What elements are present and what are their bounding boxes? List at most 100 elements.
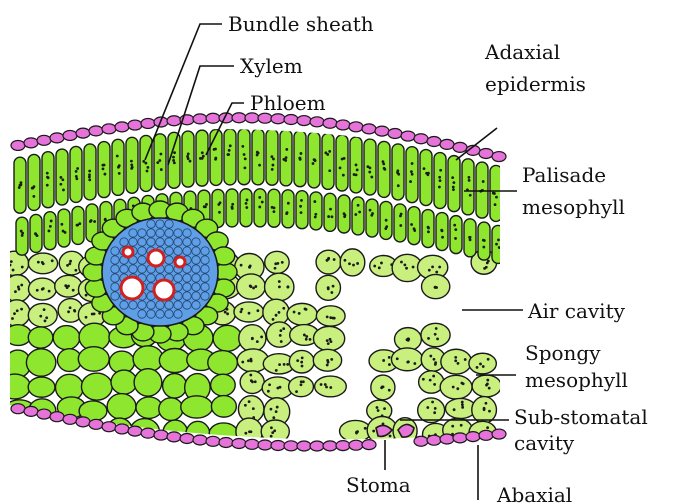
chloroplast-dot xyxy=(39,315,42,318)
chloroplast-dot xyxy=(364,427,367,430)
chloroplast-dot xyxy=(32,195,35,198)
epidermal-cell xyxy=(427,435,441,445)
chloroplast-dot xyxy=(411,173,414,176)
chloroplast-dot xyxy=(427,226,430,229)
chloroplast-dot xyxy=(370,176,373,179)
epidermal-cell xyxy=(89,419,103,429)
chloroplast-dot xyxy=(433,411,436,414)
label-phloem: Phloem xyxy=(250,91,326,115)
chloroplast-dot xyxy=(248,312,251,315)
chloroplast-dot xyxy=(343,215,346,218)
spongy-cell xyxy=(316,306,345,326)
chloroplast-dot xyxy=(88,170,91,173)
chloroplast-dot xyxy=(231,203,234,206)
epidermal-cell xyxy=(128,426,142,436)
epidermal-cell xyxy=(284,115,298,125)
chloroplast-dot xyxy=(468,176,471,179)
epidermal-cell xyxy=(453,433,467,443)
chloroplast-dot xyxy=(11,317,14,320)
epidermal-cell xyxy=(206,113,220,123)
chloroplast-dot xyxy=(327,215,330,218)
chloroplast-dot xyxy=(461,403,464,406)
chloroplast-dot xyxy=(46,184,49,187)
chloroplast-dot xyxy=(46,172,49,175)
chloroplast-dot xyxy=(240,264,243,267)
chloroplast-dot xyxy=(275,369,278,372)
chloroplast-dot xyxy=(324,383,327,386)
chloroplast-dot xyxy=(330,358,333,361)
chloroplast-dot xyxy=(10,260,13,263)
chloroplast-dot xyxy=(388,389,391,392)
chloroplast-dot xyxy=(429,355,432,358)
epidermal-cell xyxy=(167,116,181,126)
epidermal-cell xyxy=(50,133,64,143)
chloroplast-dot xyxy=(187,157,190,160)
chloroplast-dot xyxy=(300,361,303,364)
epidermal-cell xyxy=(102,422,116,432)
chloroplast-dot xyxy=(227,153,230,156)
chloroplast-dot xyxy=(341,158,344,161)
chloroplast-dot xyxy=(487,358,490,361)
chloroplast-dot xyxy=(314,213,317,216)
chloroplast-dot xyxy=(219,201,222,204)
epidermal-cell xyxy=(24,406,38,416)
spongy-cell xyxy=(263,299,289,325)
epidermal-cell xyxy=(362,440,376,450)
chloroplast-dot xyxy=(378,266,381,269)
chloroplast-dot xyxy=(76,224,79,227)
chloroplast-dot xyxy=(298,312,301,315)
chloroplast-dot xyxy=(434,286,437,289)
epidermal-cell xyxy=(414,134,428,144)
chloroplast-dot xyxy=(454,228,457,231)
chloroplast-dot xyxy=(356,169,359,172)
chloroplast-dot xyxy=(244,432,247,435)
epidermal-cell xyxy=(492,152,506,162)
epidermal-cell xyxy=(63,130,77,140)
spongy-cell xyxy=(340,249,365,276)
chloroplast-dot xyxy=(47,176,50,179)
spongy-cell xyxy=(287,303,317,325)
chloroplast-dot xyxy=(282,158,285,161)
chloroplast-dot xyxy=(249,264,252,267)
chloroplast-dot xyxy=(454,359,457,362)
chloroplast-dot xyxy=(36,289,39,292)
chloroplast-dot xyxy=(397,173,400,176)
chloroplast-dot xyxy=(203,205,206,208)
epidermal-cell xyxy=(479,430,493,440)
spongy-cell xyxy=(111,370,137,394)
epidermal-cell xyxy=(193,435,207,445)
chloroplast-dot xyxy=(300,383,303,386)
spongy-cell xyxy=(4,300,30,327)
chloroplast-dot xyxy=(433,358,436,361)
palisade-cell xyxy=(322,133,334,189)
chloroplast-dot xyxy=(268,383,271,386)
chloroplast-dot xyxy=(249,374,252,377)
chloroplast-dot xyxy=(498,246,501,249)
chloroplast-dot xyxy=(432,375,435,378)
chloroplast-dot xyxy=(369,166,372,169)
chloroplast-dot xyxy=(20,284,23,287)
label-stoma: Stoma xyxy=(346,473,411,497)
chloroplast-dot xyxy=(44,319,47,322)
chloroplast-dot xyxy=(243,166,246,169)
epidermal-cell xyxy=(11,140,25,150)
palisade-cell xyxy=(450,216,462,254)
spongy-cell xyxy=(28,422,60,447)
chloroplast-dot xyxy=(281,261,284,264)
label-xylem: Xylem xyxy=(240,54,303,78)
chloroplast-dot xyxy=(454,356,457,359)
chloroplast-dot xyxy=(452,386,455,389)
chloroplast-dot xyxy=(21,266,24,269)
label-adaxial-1: Adaxial xyxy=(484,40,560,64)
label-palisade-1: Palisade xyxy=(522,163,606,187)
chloroplast-dot xyxy=(69,306,72,309)
chloroplast-dot xyxy=(173,161,176,164)
chloroplast-dot xyxy=(88,178,91,181)
chloroplast-dot xyxy=(464,358,467,361)
chloroplast-dot xyxy=(312,162,315,165)
chloroplast-dot xyxy=(433,383,436,386)
chloroplast-dot xyxy=(160,168,163,171)
chloroplast-dot xyxy=(469,239,472,242)
chloroplast-dot xyxy=(396,357,399,360)
chloroplast-dot xyxy=(469,194,472,197)
